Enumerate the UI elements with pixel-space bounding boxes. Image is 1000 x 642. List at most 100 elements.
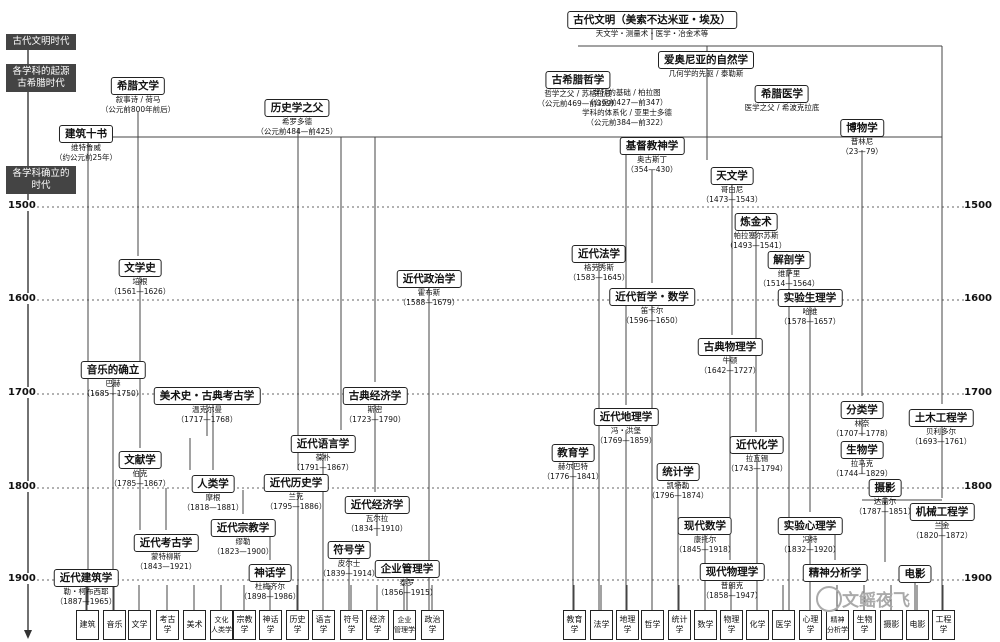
- year-label-1800-right: 1800: [964, 481, 992, 492]
- discipline-box: 精神 分析学: [826, 610, 849, 640]
- node-title: 现代物理学: [699, 563, 765, 581]
- watermark-icon: [816, 586, 842, 612]
- node-classecon: 古典经济学斯密 （1723—1790）: [342, 384, 408, 425]
- node-title: 基督教神学: [619, 137, 685, 155]
- year-label-1600-right: 1600: [964, 293, 992, 304]
- node-title: 解剖学: [767, 251, 811, 269]
- discipline-box: 教育 学: [563, 610, 586, 640]
- node-title: 土木工程学: [908, 409, 974, 427]
- discipline-box: 经济 学: [366, 610, 389, 640]
- node-psya: 精神分析学: [802, 561, 868, 582]
- node-modphy: 现代物理学普朗克 （1858—1947）: [699, 560, 765, 601]
- node-litsci: 文学史培根 （1561—1626）: [109, 256, 171, 297]
- node-subtitle: 葆朴 （1791—1867）: [292, 453, 354, 472]
- node-subtitle: 培根 （1561—1626）: [109, 277, 171, 296]
- node-title: 美术史・古典考古学: [153, 387, 261, 405]
- node-subtitle: 兰金 （1820—1872）: [911, 521, 973, 540]
- node-chem: 近代化学拉瓦锡 （1743—1794）: [727, 433, 787, 474]
- node-subtitle: 达盖尔 （1787—1851）: [854, 497, 916, 516]
- discipline-box: 考古 学: [156, 610, 179, 640]
- node-title: 电影: [898, 565, 932, 583]
- node-subtitle: 温克尔曼 （1717—1768）: [176, 405, 238, 424]
- node-subtitle: 兰克 （1795—1886）: [265, 492, 327, 511]
- node-philo: 古希腊哲学哲学之父 / 苏格拉底 （公元前469—前399）: [537, 68, 619, 109]
- node-title: 神话学: [248, 564, 292, 582]
- discipline-box: 医学: [772, 610, 795, 640]
- discipline-box: 统计 学: [668, 610, 691, 640]
- node-title: 古希腊哲学: [545, 71, 611, 89]
- discipline-box: 摄影: [880, 610, 903, 640]
- node-title: 近代经济学: [344, 496, 410, 514]
- node-bib: 文献学伯克 （1785—1867）: [110, 448, 170, 489]
- node-modarchi: 近代建筑学勒・柯布西耶 （1887—1965）: [53, 566, 119, 607]
- node-subtitle: 霍布斯 （1588—1679）: [398, 288, 460, 307]
- year-label-1500-right: 1500: [964, 200, 992, 211]
- node-gklit: 希腊文学叙事诗 / 荷马 （公元前800年前后）: [101, 74, 175, 115]
- year-label-1900-right: 1900: [964, 573, 992, 584]
- node-subtitle: 普朗克 （1858—1947）: [701, 581, 763, 600]
- discipline-box: 生物 学: [853, 610, 876, 640]
- node-title: 建筑十书: [58, 125, 113, 143]
- node-subtitle: 维萨里 （1514—1564）: [758, 269, 820, 288]
- node-subtitle: 拉马克 （1744—1829）: [831, 459, 893, 478]
- node-subtitle: 医学之父 / 希波克拉底: [744, 103, 820, 112]
- node-edu: 教育学赫尔巴特 （1776—1841）: [543, 441, 603, 482]
- node-title: 统计学: [656, 463, 700, 481]
- node-music: 音乐的确立巴赫 （1685—1750）: [80, 358, 146, 399]
- node-title: 精神分析学: [802, 564, 868, 582]
- node-subtitle: 皮尔士 （1839—1914）: [318, 559, 380, 578]
- discipline-box: 法学: [590, 610, 613, 640]
- discipline-box: 数学: [694, 610, 717, 640]
- discipline-box: 音乐: [103, 610, 126, 640]
- node-photo: 摄影达盖尔 （1787—1851）: [854, 476, 916, 517]
- node-subtitle: 笛卡尔 （1596—1650）: [621, 306, 683, 325]
- node-subtitle: 凯特勒 （1796—1874）: [647, 481, 709, 500]
- node-arthist: 美术史・古典考古学温克尔曼 （1717—1768）: [153, 384, 261, 425]
- node-title: 近代政治学: [396, 270, 462, 288]
- node-mecheng: 机械工程学兰金 （1820—1872）: [909, 500, 975, 541]
- discipline-box: 电影: [906, 610, 929, 640]
- node-botany: 博物学普林尼 （23—79）: [840, 116, 884, 157]
- node-subtitle: 冯・洪堡 （1769—1859）: [595, 426, 657, 445]
- node-title: 近代地理学: [593, 408, 659, 426]
- node-subtitle: 缪勒 （1823—1900）: [212, 537, 274, 556]
- node-title: 实验生理学: [777, 289, 843, 307]
- node-modarch: 近代考古学蒙特柳斯 （1843—1921）: [133, 531, 199, 572]
- node-subtitle: 牛顿 （1642—1727）: [699, 356, 761, 375]
- node-title: 近代历史学: [263, 474, 329, 492]
- node-subtitle: 贝利多尔 （1693—1761）: [910, 427, 972, 446]
- node-subtitle: 帕拉塞尔苏斯 （1493—1541）: [725, 231, 787, 250]
- node-title: 炼金术: [734, 213, 778, 231]
- node-title: 人类学: [191, 475, 235, 493]
- node-title: 近代考古学: [133, 534, 199, 552]
- discipline-box: 地理 学: [616, 610, 639, 640]
- node-bio: 生物学拉马克 （1744—1829）: [831, 438, 893, 479]
- node-theo: 基督教神学奥古斯丁 （354—430）: [619, 134, 685, 175]
- node-title: 实验心理学: [777, 517, 843, 535]
- node-title: 生物学: [840, 441, 884, 459]
- node-ancient: 古代文明（美索不达米亚・埃及）天文学・测量术・医学・冶金术等: [567, 8, 737, 39]
- node-subtitle: 哲学之父 / 苏格拉底 （公元前469—前399）: [537, 89, 619, 108]
- year-label-1700-right: 1700: [964, 387, 992, 398]
- node-plato: 学科的基础 / 柏拉图 （公元前427—前347） 学科的体系化 / 亚里士多德…: [582, 88, 672, 128]
- era-label-ancient: 古代文明时代: [6, 34, 76, 50]
- node-subtitle: 蒙特柳斯 （1843—1921）: [135, 552, 197, 571]
- node-title: 古代文明（美索不达米亚・埃及）: [567, 11, 737, 29]
- node-anat: 解剖学维萨里 （1514—1564）: [758, 248, 820, 289]
- discipline-box: 物理 学: [720, 610, 743, 640]
- node-gkmed: 希腊医学医学之父 / 希波克拉底: [744, 82, 820, 113]
- node-title: 音乐的确立: [80, 361, 146, 379]
- discipline-box: 化学: [746, 610, 769, 640]
- node-modmath: 现代数学康托尔 （1845—1918）: [675, 514, 735, 555]
- node-anthro: 人类学摩根 （1818—1881）: [183, 472, 243, 513]
- node-subtitle: 哥白尼 （1473—1543）: [701, 185, 763, 204]
- node-title: 近代建筑学: [53, 569, 119, 587]
- node-title: 企业管理学: [374, 560, 440, 578]
- era-label-establishment: 各学科确立的 时代: [6, 166, 76, 194]
- node-myth: 神话学杜梅齐尔 （1898—1986）: [240, 561, 300, 602]
- node-subtitle: 几何学的先驱 / 泰勒斯: [668, 69, 744, 78]
- node-title: 机械工程学: [909, 503, 975, 521]
- node-title: 摄影: [868, 479, 902, 497]
